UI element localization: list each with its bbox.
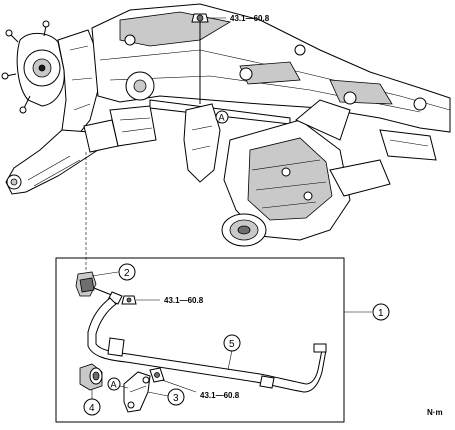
middle-nut xyxy=(121,295,160,305)
torque-label-middle: 43.1—60.8 xyxy=(164,296,204,305)
stabilizer-link xyxy=(75,271,123,305)
torque-unit: N·m xyxy=(427,408,443,417)
callout-3-circle xyxy=(167,388,185,406)
callout-2: 2 xyxy=(124,268,130,279)
callout-2-circle xyxy=(118,263,136,281)
bar-collar xyxy=(107,337,125,357)
differential xyxy=(221,99,391,247)
ref-mark-lower-label: A xyxy=(111,380,117,390)
ref-mark-upper-label: A xyxy=(219,113,225,123)
ref-mark-upper: A xyxy=(215,110,229,124)
callout-4-circle xyxy=(83,398,101,416)
torque-label-top: 43.1—60.8 xyxy=(230,14,270,23)
rear-suspension-assembly xyxy=(1,3,451,247)
detail-box xyxy=(55,257,345,423)
knuckle xyxy=(57,29,99,141)
top-bolt xyxy=(191,13,226,104)
bracket-bolt xyxy=(149,367,197,393)
callout-1-circle xyxy=(372,303,390,321)
callout-1: 1 xyxy=(378,308,384,319)
ref-mark-lower: A xyxy=(107,377,121,391)
bracket-a xyxy=(183,103,221,183)
callout-5: 5 xyxy=(229,339,235,350)
bushing-bracket xyxy=(123,371,151,413)
callout-5-circle xyxy=(223,334,241,352)
torque-label-bottom: 43.1—60.8 xyxy=(200,391,240,400)
callout-4: 4 xyxy=(89,403,95,414)
callout-3: 3 xyxy=(173,393,179,404)
stabilizer-bar xyxy=(87,297,327,393)
wheel-hub xyxy=(1,20,65,114)
bushing xyxy=(79,363,103,391)
